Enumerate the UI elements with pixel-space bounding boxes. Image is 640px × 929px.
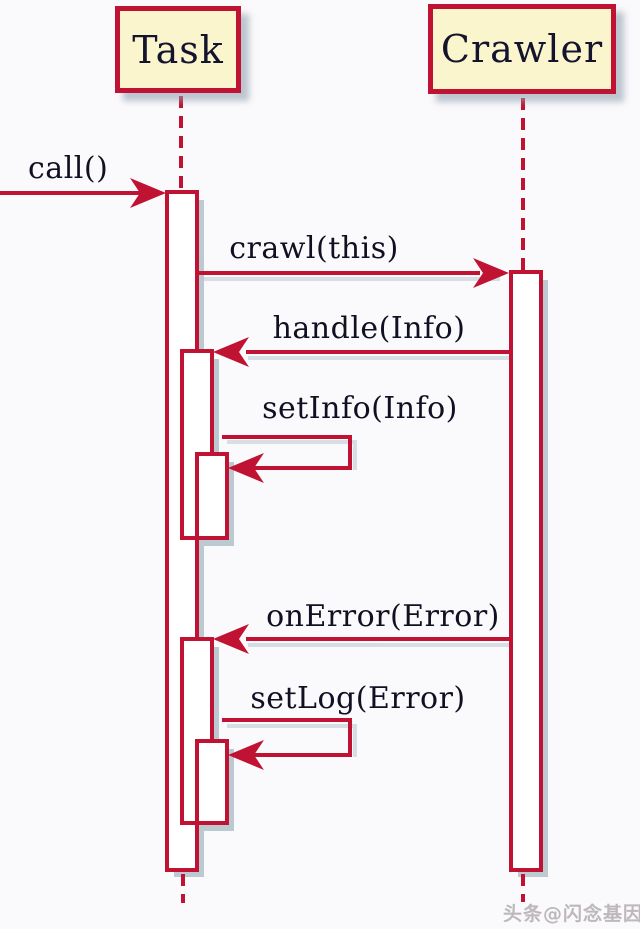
shadow bbox=[227, 440, 357, 470]
message-arrowheads bbox=[130, 178, 509, 770]
shadow bbox=[227, 724, 357, 757]
watermark: 头条@闪念基因 bbox=[503, 903, 640, 925]
arrow-setinfo-line bbox=[222, 435, 352, 470]
arrow-setlog-line bbox=[222, 718, 352, 757]
message-label-call: call() bbox=[28, 151, 109, 186]
message-label-setlog: setLog(Error) bbox=[250, 681, 466, 716]
arrowhead-call-icon bbox=[130, 178, 166, 208]
activation-task-setlog bbox=[195, 739, 229, 825]
activation-bars bbox=[165, 190, 543, 872]
activation-crawler bbox=[509, 270, 543, 872]
message-arrows bbox=[0, 191, 511, 757]
arrowhead-handle-icon bbox=[213, 337, 249, 367]
message-label-onerror: onError(Error) bbox=[266, 599, 500, 634]
lifelines bbox=[179, 96, 525, 903]
message-label-handle: handle(Info) bbox=[272, 311, 466, 346]
participant-crawler: Crawler bbox=[428, 4, 616, 94]
arrowhead-setlog-icon bbox=[228, 740, 264, 770]
participant-crawler-label: Crawler bbox=[440, 27, 604, 71]
arrow-shadow-layer bbox=[202, 277, 514, 757]
arrowhead-setinfo-icon bbox=[228, 453, 264, 483]
arrowhead-onerror-icon bbox=[213, 624, 249, 654]
arrowhead-crawl-icon bbox=[473, 258, 509, 288]
message-label-setinfo: setInfo(Info) bbox=[262, 391, 458, 426]
activation-task-setinfo bbox=[195, 452, 229, 540]
participant-task: Task bbox=[115, 6, 241, 93]
message-label-crawl: crawl(this) bbox=[229, 231, 399, 266]
shadow-layer bbox=[174, 200, 548, 877]
participant-task-label: Task bbox=[132, 27, 224, 72]
